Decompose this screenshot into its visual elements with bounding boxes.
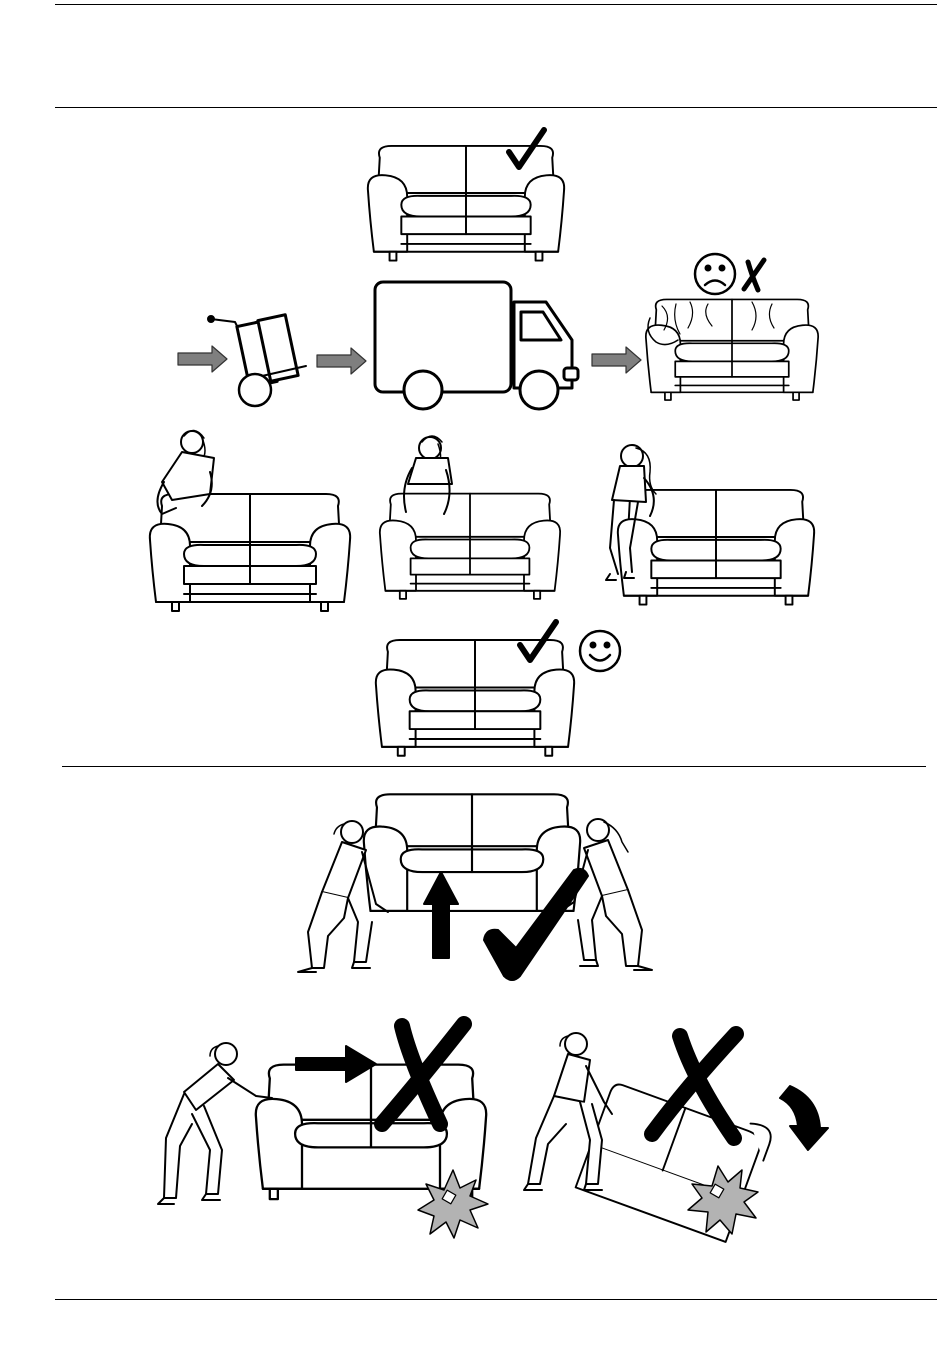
sofa-correct-top (368, 146, 564, 261)
arrow-right-icon (592, 347, 641, 373)
sofa-correct-bottom (376, 640, 574, 756)
sad-face-icon (695, 254, 735, 294)
transport-sequence (178, 282, 641, 409)
person-adjusting-cover-3 (606, 445, 814, 605)
sofa-wrinkled-wrong (646, 299, 818, 400)
arrow-right-icon (317, 348, 366, 374)
delivery-truck-icon (375, 282, 578, 409)
up-arrow-icon (424, 872, 458, 958)
arrow-right-icon (178, 346, 227, 372)
person-adjusting-cover-2 (380, 436, 560, 599)
two-person-lift-correct (298, 794, 652, 972)
curved-arrow-icon (780, 1086, 828, 1150)
cross-icon (744, 260, 764, 290)
person-adjusting-cover-1 (150, 430, 350, 611)
happy-face-icon (580, 631, 620, 671)
